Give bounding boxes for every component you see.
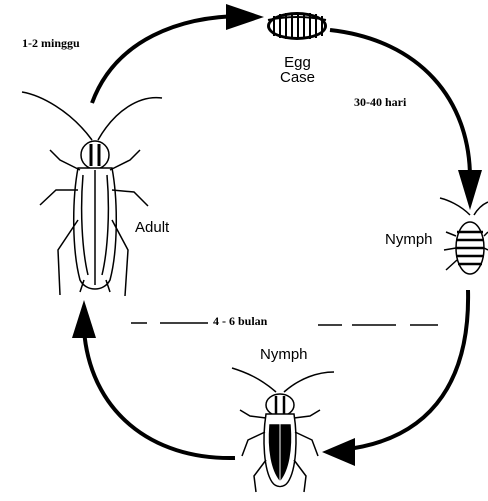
arrowhead-nymph-right xyxy=(458,170,482,210)
egg-case-icon xyxy=(267,12,327,40)
arrow-nymph-to-nymph xyxy=(340,290,468,450)
egg-case-label-line2: Case xyxy=(280,70,315,85)
duration-nymph-to-adult-label: 4 - 6 bulan xyxy=(213,314,267,329)
nymph-right-label: Nymph xyxy=(385,231,433,248)
duration-adult-to-egg-label: 1-2 minggu xyxy=(22,36,80,51)
nymph-bottom-icon xyxy=(232,368,334,492)
arrowhead-egg xyxy=(226,4,264,30)
arrow-nymph-to-adult xyxy=(84,330,235,458)
duration-egg-to-nymph-label: 30-40 hari xyxy=(354,95,406,110)
arrow-adult-to-egg xyxy=(92,16,248,103)
arrowhead-nymph-bottom xyxy=(322,438,355,466)
nymph-bottom-label: Nymph xyxy=(260,346,308,363)
adult-cockroach-icon xyxy=(22,92,162,296)
arrowhead-adult xyxy=(72,300,96,338)
dashed-separator xyxy=(131,323,438,325)
adult-label: Adult xyxy=(135,219,169,236)
egg-case-label-line1: Egg xyxy=(280,55,315,70)
egg-case-label: Egg Case xyxy=(280,55,315,85)
nymph-right-icon xyxy=(440,198,488,274)
